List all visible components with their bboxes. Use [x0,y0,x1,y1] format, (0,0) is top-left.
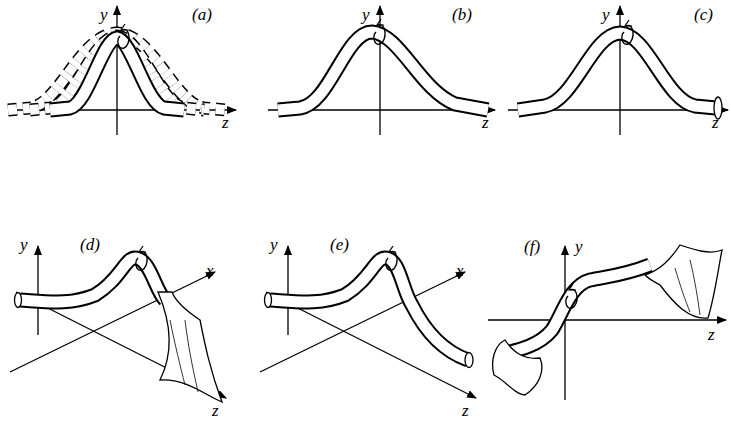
panel-label: (c) [694,6,713,23]
panel-label: (f) [524,238,540,255]
axis-label: x [456,262,464,279]
axis-label: y [270,236,278,253]
axis-label: z [712,114,719,131]
panel-label: (d) [80,236,100,253]
panel-label: (a) [192,6,212,23]
panel-label: (e) [330,236,349,253]
axis-label: z [462,402,469,419]
axis-label: z [708,326,715,343]
axis-label: x [206,262,214,279]
axis-label: y [100,6,108,23]
axis-label: y [575,238,583,255]
panel-label: (b) [452,6,472,23]
axis-label: z [482,114,489,131]
axis-label: y [602,6,610,23]
axis-label: y [362,6,370,23]
axis-label: y [20,236,28,253]
axis-label: z [212,402,219,419]
axis-label: z [222,114,229,131]
